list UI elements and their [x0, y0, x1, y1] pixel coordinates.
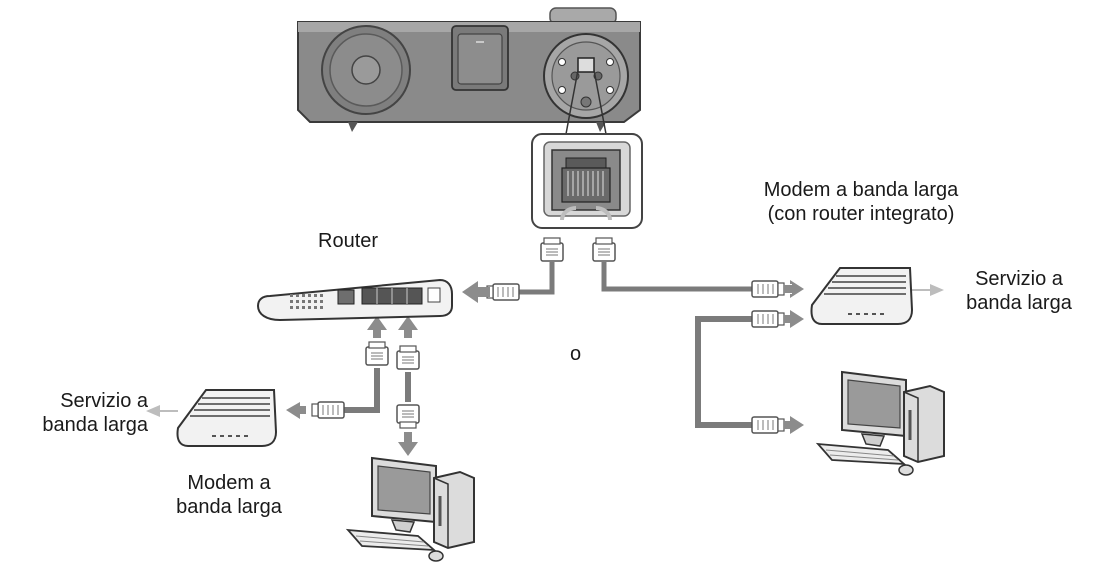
- plug: [396, 345, 420, 370]
- plug: [365, 341, 389, 366]
- modem-left-label-line2: banda larga: [176, 496, 282, 518]
- modem-left-label: Modem a banda larga: [164, 471, 294, 519]
- modem-router-label-line2: (con router integrato): [767, 203, 955, 225]
- cable-to-router: [518, 262, 555, 295]
- arrow-broadband-out-left: [146, 405, 178, 417]
- plug: [396, 404, 420, 429]
- broadband-service-right-line1: Servizio a: [975, 268, 1063, 290]
- modem-router-device: [810, 267, 914, 325]
- pc-right: [815, 370, 945, 476]
- arrow-left-to-modem-left: [286, 402, 306, 419]
- arrow-right-to-pc-right: [784, 416, 804, 434]
- arrow-up-to-router-port1: [367, 316, 387, 338]
- cable-modem-to-pc-right: [695, 316, 752, 428]
- port-zoom-callout: [565, 69, 607, 135]
- main-device: [297, 7, 641, 132]
- plug: [486, 283, 520, 301]
- modem-left-label-line1: Modem a: [187, 472, 271, 494]
- arrow-right-from-modem: [784, 310, 804, 328]
- plug: [751, 416, 785, 434]
- broadband-service-left-line1: Servizio a: [60, 390, 148, 412]
- modem-router-label: Modem a banda larga (con router integrat…: [726, 178, 996, 226]
- plug: [592, 237, 616, 262]
- broadband-service-left-label: Servizio a banda larga: [8, 389, 148, 437]
- or-label: o: [570, 343, 582, 365]
- cable-router-to-modem-left: [344, 368, 380, 413]
- lan-port-closeup: [531, 133, 643, 229]
- modem-left-device: [176, 389, 278, 447]
- modem-router-label-line1: Modem a banda larga: [763, 179, 959, 201]
- plug: [540, 237, 564, 262]
- arrow-right-to-modem-router: [784, 280, 804, 298]
- broadband-service-left-line2: banda larga: [42, 414, 148, 436]
- arrow-broadband-out-right: [912, 284, 944, 296]
- cable-to-modem-router: [601, 262, 752, 292]
- arrow-down-to-pc-left: [398, 432, 418, 456]
- plug: [751, 310, 785, 328]
- router-device: [256, 278, 453, 322]
- plug: [311, 401, 345, 419]
- router-label: Router: [318, 230, 379, 252]
- broadband-service-right-label: Servizio a banda larga: [950, 267, 1088, 315]
- arrow-up-to-router-port2: [398, 316, 418, 338]
- pc-left: [345, 456, 475, 562]
- arrow-left-to-router: [462, 281, 490, 303]
- broadband-service-right-line2: banda larga: [966, 292, 1072, 314]
- plug: [751, 280, 785, 298]
